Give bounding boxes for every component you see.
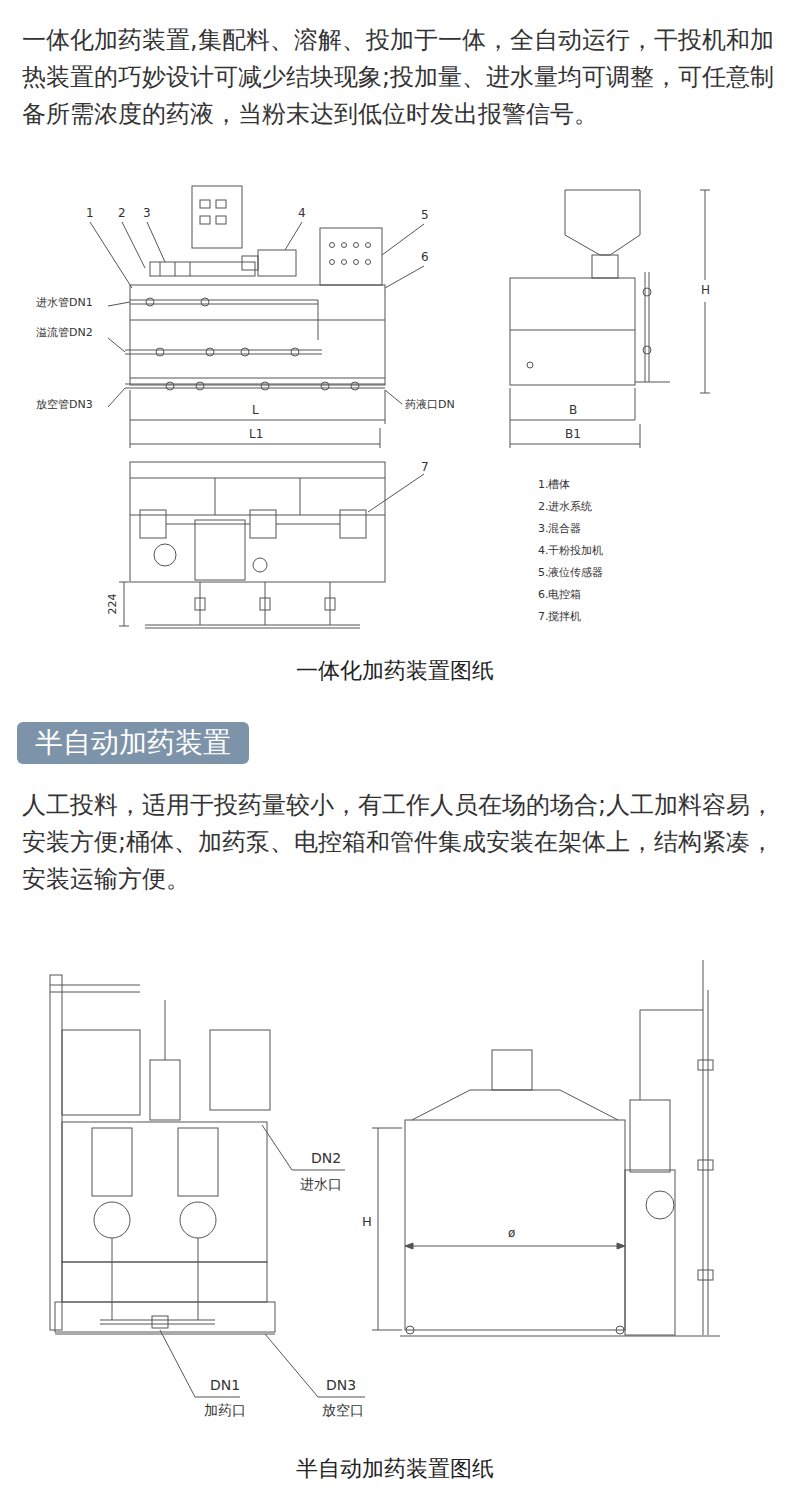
port-label: DN2	[311, 1150, 341, 1167]
intro-paragraph: 人工投料，适用于投药量较小，有工作人员在场的场合;人工加料容易，安装方便;桶体、…	[22, 787, 778, 898]
part-list-item: 2.进水系统	[538, 500, 593, 513]
part-list-item: 6.电控箱	[538, 588, 582, 601]
dimension-label: 224	[106, 594, 119, 615]
part-list-item: 4.干粉投加机	[538, 544, 604, 557]
callout-number: 7	[421, 460, 429, 474]
callout-number: 1	[86, 206, 94, 220]
intro-paragraph: 一体化加药装置,集配料、溶解、投加于一体，全自动运行，干投机和加热装置的巧妙设计…	[22, 22, 778, 133]
port-label: 加药口	[204, 1402, 246, 1419]
callout-number: 2	[118, 206, 126, 220]
part-list-item: 7.搅拌机	[538, 610, 582, 623]
pipe-label: 进水管DN1	[36, 296, 93, 309]
section-heading-band: 半自动加药装置	[17, 722, 249, 764]
callout-number: 4	[298, 206, 306, 220]
port-label: DN1	[210, 1377, 240, 1394]
callout-number: 3	[143, 206, 151, 220]
port-label: DN3	[326, 1377, 356, 1394]
dimension-label: B	[569, 403, 577, 417]
pipe-label: 药液口DN	[405, 398, 455, 411]
dimension-label: B1	[565, 427, 581, 441]
port-label: 进水口	[300, 1176, 342, 1193]
part-list-item: 1.槽体	[538, 478, 571, 491]
figure-caption: 半自动加药装置图纸	[296, 1456, 494, 1482]
dimension-label: L1	[249, 427, 263, 441]
dimension-label: H	[701, 283, 710, 297]
part-list-item: 5.液位传感器	[538, 566, 604, 579]
pipe-label: 溢流管DN2	[36, 326, 93, 339]
port-label: 放空口	[322, 1402, 364, 1419]
callout-number: 5	[421, 208, 429, 222]
dimension-label: ø	[508, 1226, 515, 1240]
pipe-label: 放空管DN3	[36, 398, 93, 411]
part-list-item: 3.混合器	[538, 522, 582, 535]
callout-number: 6	[421, 250, 429, 264]
figure-caption: 一体化加药装置图纸	[296, 658, 494, 684]
dimension-label: L	[252, 403, 259, 417]
dimension-label: H	[362, 1214, 372, 1230]
section-heading: 半自动加药装置	[35, 726, 231, 760]
